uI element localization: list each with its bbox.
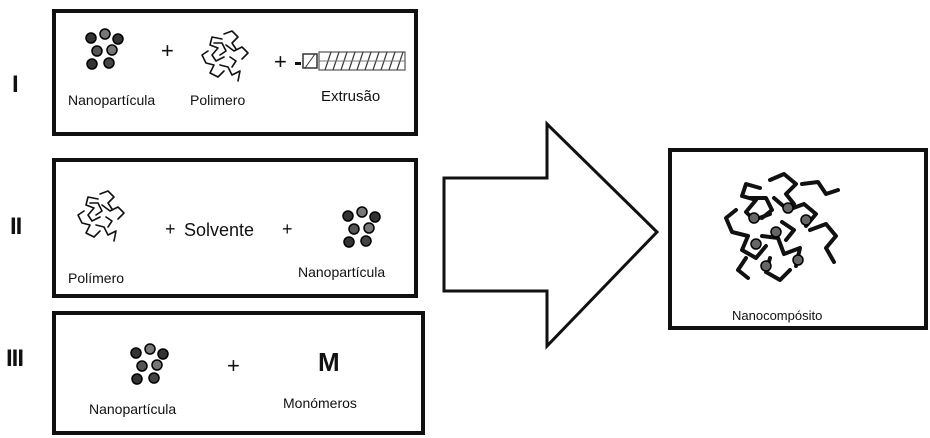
plus-sign: +: [165, 219, 176, 239]
row-numeral-i: I: [12, 71, 19, 98]
nanocomposite-label: Nanocompósito: [732, 308, 823, 323]
polymer-label: Polimero: [190, 92, 246, 108]
polymer-chain-icon: [77, 190, 125, 242]
plus-sign: +: [227, 353, 240, 378]
monomer-label: Monómeros: [283, 395, 357, 411]
plus-sign: +: [274, 49, 287, 74]
polymer-chain-icon: [201, 30, 249, 82]
nanocomposite-box: Nanocompósito: [668, 148, 928, 330]
monomer-symbol: M: [318, 347, 340, 377]
plus-sign: +: [161, 38, 174, 63]
polymer-label: Polímero: [68, 270, 125, 286]
nanoparticle-cluster-icon: [85, 28, 124, 70]
nanoparticle-cluster-icon: [342, 206, 381, 248]
nanoparticle-label: Nanopartícula: [68, 92, 156, 108]
nanoparticle-label: Nanopartícula: [89, 401, 177, 417]
plus-sign: +: [282, 219, 293, 239]
row-ii-box: + Solvente + Polímero Nanopartícula: [52, 158, 418, 298]
row-iii-box: + M Nanopartícula Monómeros: [52, 311, 425, 435]
nanocomposite-icon: [724, 172, 840, 282]
solvent-label: Solvente: [184, 220, 255, 240]
extrusion-label: Extrusão: [321, 88, 381, 105]
row-numeral-ii: II: [10, 213, 22, 240]
row-i-box: + + Nanopartícula Polimero Extrusão: [52, 9, 418, 136]
nanoparticle-cluster-icon: [130, 343, 169, 385]
nanoparticle-label: Nanopartícula: [298, 264, 386, 280]
extrusion-screw-icon: [295, 51, 406, 71]
row-numeral-iii: III: [6, 345, 24, 372]
